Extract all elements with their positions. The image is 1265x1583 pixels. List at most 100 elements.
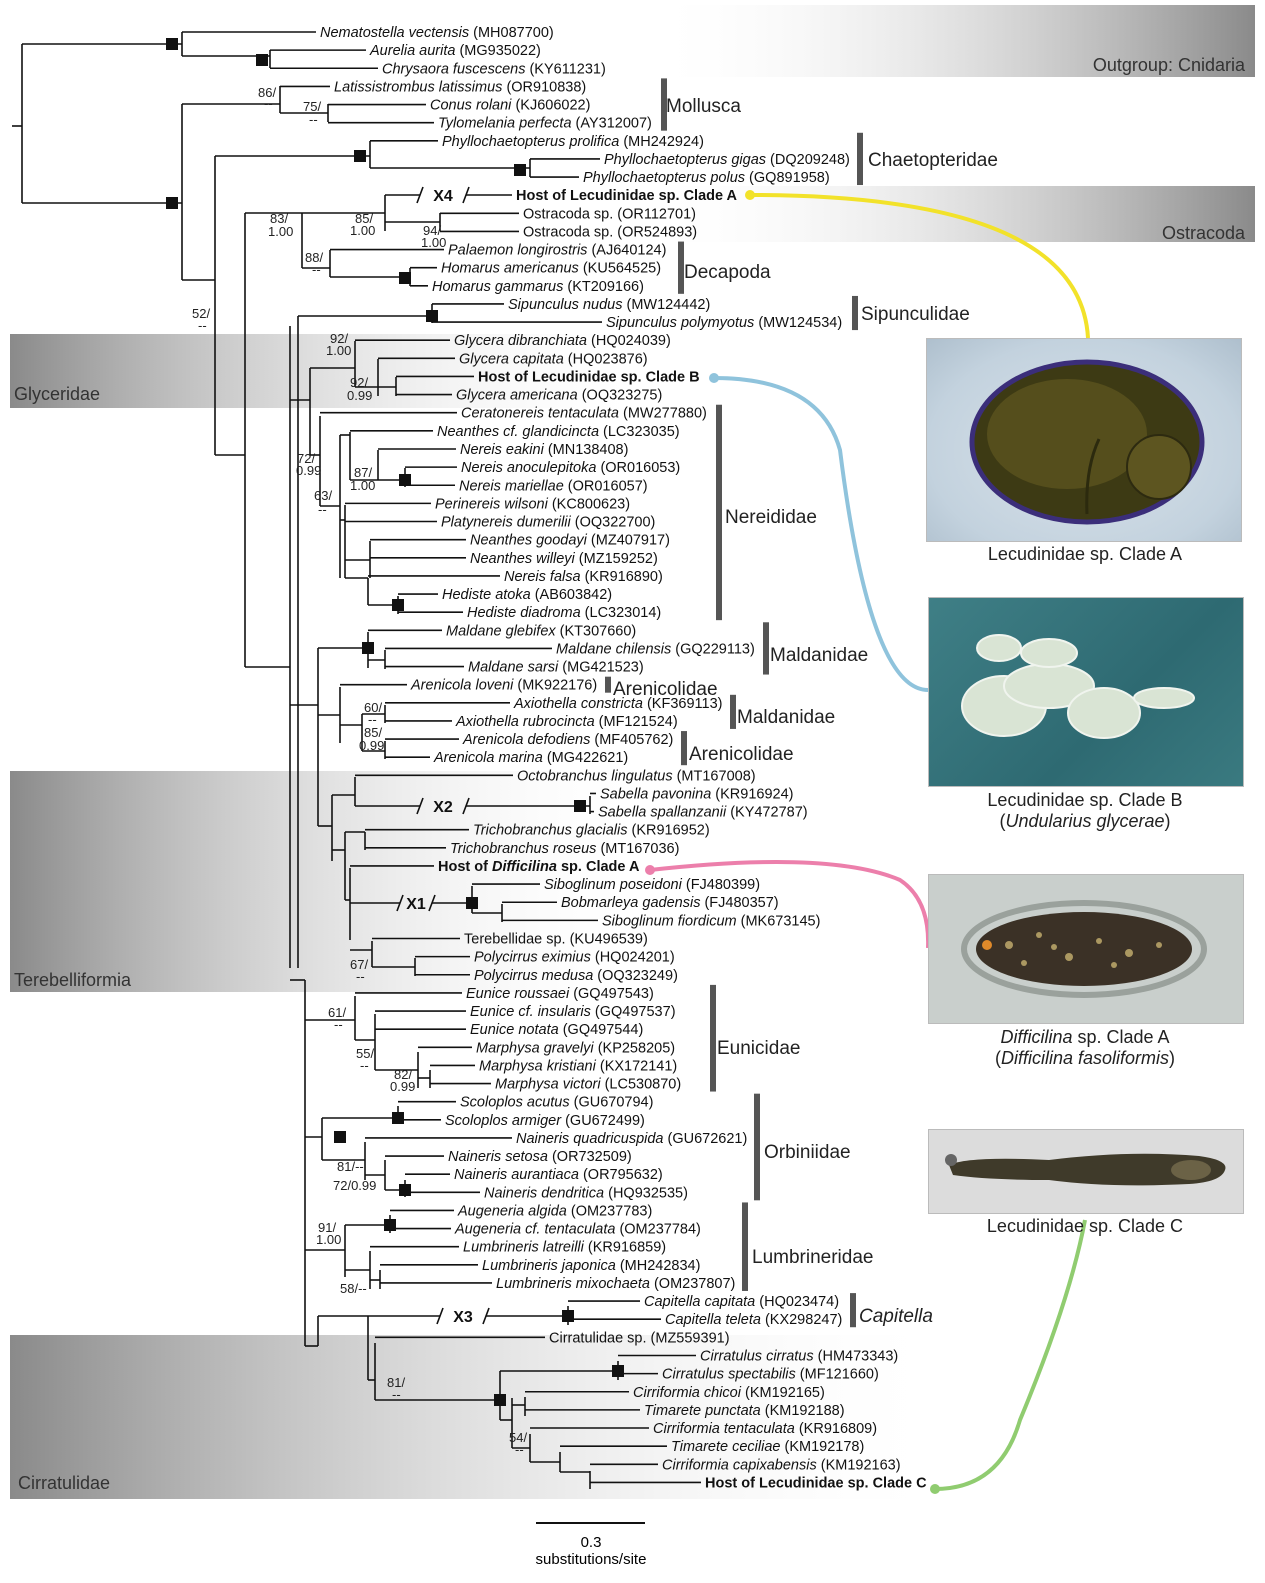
tip-accession: (OR016057) bbox=[564, 478, 648, 494]
clade-bar bbox=[754, 1094, 760, 1201]
tip-name: Phyllochaetopterus prolifica bbox=[442, 134, 619, 150]
tip-label: Phyllochaetopterus gigas (DQ209248) bbox=[604, 152, 850, 168]
tip-accession: (MG421523) bbox=[558, 660, 643, 676]
gregarine-difficilina-image bbox=[929, 875, 1243, 1023]
clade-label: Capitella bbox=[859, 1306, 933, 1327]
tip-accession: (OQ322700) bbox=[571, 515, 656, 531]
clade-bar bbox=[852, 296, 858, 330]
tip-name: Arenicola loveni bbox=[410, 678, 514, 694]
tip-label: Glycera americana (OQ323275) bbox=[456, 388, 662, 404]
band-label-ostracoda: Ostracoda bbox=[1162, 223, 1246, 243]
tip-accession: (MW277880) bbox=[619, 406, 707, 422]
tip-accession: (OR112701) bbox=[613, 206, 696, 222]
support-square bbox=[166, 197, 178, 209]
tip-name: Nereis mariellae bbox=[459, 478, 564, 494]
tip-accession: (HM473343) bbox=[814, 1348, 899, 1364]
tip-accession: (LC323014) bbox=[581, 605, 662, 621]
support-square bbox=[466, 897, 478, 909]
tip-name: Cirratulus spectabilis bbox=[662, 1367, 796, 1383]
tip-name: Neanthes willeyi bbox=[470, 551, 576, 567]
support-value: 72/0.99 bbox=[333, 1178, 376, 1193]
support-square bbox=[392, 1112, 404, 1124]
tip-accession: (GQ891958) bbox=[745, 170, 830, 186]
tip-accession: (KR916859) bbox=[584, 1240, 666, 1256]
tip-accession: (AB603842) bbox=[531, 587, 612, 603]
tip-label: Nereis eakini (MN138408) bbox=[460, 442, 628, 458]
tip-accession: (MH242924) bbox=[619, 134, 704, 150]
tip-label: Augeneria cf. tentaculata (OM237784) bbox=[454, 1222, 701, 1238]
tip-accession: (MF121524) bbox=[595, 714, 678, 730]
tip-name: Sabella pavonina bbox=[600, 786, 711, 802]
tip-accession: (OQ323249) bbox=[593, 968, 678, 984]
tip-accession: (OR016053) bbox=[596, 460, 680, 476]
tip-accession: (KU564525) bbox=[579, 261, 661, 277]
support-square bbox=[399, 1184, 411, 1196]
tip-label: Naineris setosa (OR732509) bbox=[448, 1149, 632, 1165]
tip-name: Neanthes cf. glandicincta bbox=[437, 424, 599, 440]
tip-accession: (MG422621) bbox=[543, 750, 628, 766]
band-label-terebelliformia: Terebelliformia bbox=[14, 970, 132, 990]
tip-label: Nereis falsa (KR916890) bbox=[504, 569, 663, 585]
support-value: -- bbox=[309, 112, 318, 127]
caption-clade-b: Lecudinidae sp. Clade B(Undularius glyce… bbox=[935, 790, 1235, 832]
tip-name: Ostracoda sp. bbox=[523, 224, 613, 240]
tip-name: Aurelia aurita bbox=[369, 43, 455, 59]
tip-accession: (HQ932535) bbox=[604, 1185, 688, 1201]
tip-accession: (KY611231) bbox=[525, 61, 605, 77]
tip-label: Palaemon longirostris (AJ640124) bbox=[448, 243, 666, 259]
tip-accession: (GU672621) bbox=[664, 1131, 748, 1147]
tip-accession: (KJ606022) bbox=[511, 98, 590, 114]
tip-name: Marphysa victori bbox=[495, 1077, 601, 1093]
tip-name: Nereis anoculepitoka bbox=[461, 460, 596, 476]
tip-accession: (OM237784) bbox=[615, 1222, 700, 1238]
tip-label: Neanthes willeyi (MZ159252) bbox=[470, 551, 658, 567]
tip-accession: (GQ229113) bbox=[671, 641, 755, 657]
connector-dot bbox=[709, 373, 719, 383]
tip-label: Nematostella vectensis (MH087700) bbox=[320, 25, 554, 41]
tip-name: Maldane chilensis bbox=[556, 641, 671, 657]
clade-bar bbox=[763, 622, 769, 674]
tip-name: Naineris setosa bbox=[448, 1149, 548, 1165]
tip-label: Capitella teleta (KX298247) bbox=[665, 1312, 842, 1328]
support-square bbox=[562, 1310, 574, 1322]
tip-accession: (KR916890) bbox=[581, 569, 663, 585]
connector-dot bbox=[930, 1484, 940, 1494]
tip-label: Phyllochaetopterus polus (GQ891958) bbox=[583, 170, 830, 186]
tip-accession: (KM192178) bbox=[780, 1439, 864, 1455]
support-value: -- bbox=[360, 1058, 369, 1073]
tip-name: Polycirrus medusa bbox=[474, 968, 593, 984]
support-square bbox=[392, 599, 404, 611]
tip-label: Polycirrus medusa (OQ323249) bbox=[474, 968, 678, 984]
tip-accession: (MT167036) bbox=[596, 841, 679, 857]
tip-label: Lumbrineris japonica (MH242834) bbox=[482, 1258, 700, 1274]
tip-label: Naineris aurantiaca (OR795632) bbox=[454, 1167, 663, 1183]
tip-label: Trichobranchus glacialis (KR916952) bbox=[473, 823, 710, 839]
clade-label: Orbiniidae bbox=[764, 1142, 851, 1163]
tip-accession: (MK673145) bbox=[737, 913, 821, 929]
tip-label: Ceratonereis tentaculata (MW277880) bbox=[461, 406, 707, 422]
photo-clade-b bbox=[928, 597, 1244, 787]
support-square bbox=[612, 1365, 624, 1377]
support-value: 0.99 bbox=[390, 1079, 415, 1094]
tip-name: Latissistrombus latissimus bbox=[334, 79, 502, 95]
connector-dot bbox=[745, 190, 755, 200]
tip-name: Scoloplos armiger bbox=[445, 1113, 562, 1129]
tip-label: Lumbrineris latreilli (KR916859) bbox=[463, 1240, 666, 1256]
support-value: 1.00 bbox=[421, 235, 446, 250]
clade-label: Lumbrineridae bbox=[752, 1247, 873, 1268]
clade-label: Nereididae bbox=[725, 507, 817, 528]
tip-name: Neanthes goodayi bbox=[470, 533, 588, 549]
tip-name: Augeneria algida bbox=[457, 1203, 567, 1219]
tip-name: Ceratonereis tentaculata bbox=[461, 406, 619, 422]
support-value: -- bbox=[264, 96, 273, 111]
clade-bar bbox=[710, 985, 716, 1092]
tip-accession: (GQ497543) bbox=[569, 986, 654, 1002]
tip-name: Platynereis dumerilii bbox=[441, 515, 572, 531]
loss-label: X3 bbox=[453, 1309, 473, 1326]
support-value: 1.00 bbox=[350, 223, 375, 238]
tip-name: Maldane sarsi bbox=[468, 660, 559, 676]
tip-name: Cirratulidae sp. bbox=[549, 1330, 647, 1346]
clade-label: Sipunculidae bbox=[861, 304, 970, 325]
tip-name: Polycirrus eximius bbox=[474, 950, 591, 966]
tip-label: Scoloplos acutus (GU670794) bbox=[460, 1095, 653, 1111]
